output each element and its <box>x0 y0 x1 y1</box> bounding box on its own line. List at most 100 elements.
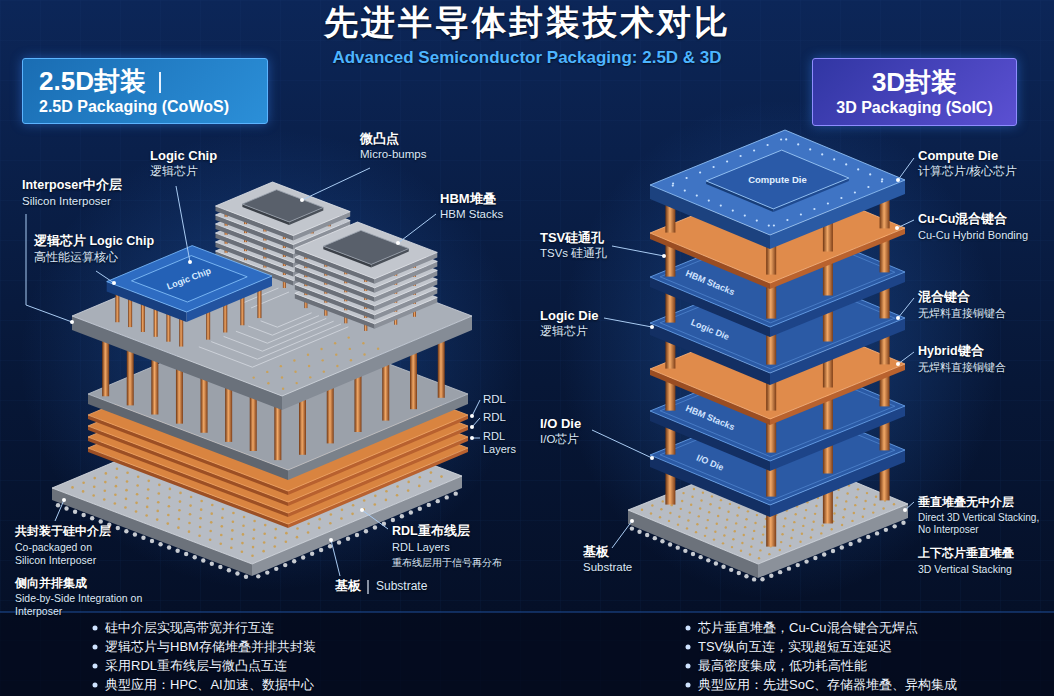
substrate-pads-dot <box>805 509 807 511</box>
leader-dot <box>896 178 900 182</box>
substrate-pads-dot <box>125 498 128 501</box>
callout-label: 无焊料直接铜键合 <box>918 361 1006 374</box>
solder-balls-dot <box>744 574 748 578</box>
bullet-text: 最高密度集成，低功耗高性能 <box>698 658 867 674</box>
substrate-pads-dot <box>803 517 805 519</box>
interposer-pads-dot <box>349 348 351 350</box>
substrate-pads-dot <box>872 511 874 513</box>
substrate-pads-dot <box>801 533 803 535</box>
substrate-pads-dot <box>373 503 376 506</box>
substrate-pads-dot <box>722 542 724 544</box>
solder-balls-dot <box>645 533 649 537</box>
substrate-pads-dot <box>341 509 344 512</box>
substrate-pads-dot <box>385 499 388 502</box>
substrate-pads-dot <box>799 540 801 542</box>
substrate-pads-dot <box>168 496 171 499</box>
leader-dot <box>662 254 666 258</box>
substrate-pads-dot <box>780 541 782 543</box>
substrate-pads-dot <box>784 517 786 519</box>
substrate-pads-dot <box>853 512 855 514</box>
substrate-pads-dot <box>779 549 781 551</box>
substrate-pads-dot <box>789 545 791 547</box>
die-pads-dot <box>726 160 728 162</box>
substrate-pads-dot <box>893 503 895 505</box>
callout-label: 基板 <box>335 578 361 594</box>
callout-label: 上下芯片垂直堆叠 <box>918 546 1014 560</box>
panel-subheading: 3D Packaging (SoIC) <box>836 98 992 117</box>
substrate-pads-dot <box>274 537 277 540</box>
substrate-pads-dot <box>374 495 377 498</box>
callout-label: Co-packaged on Silicon Interposer <box>15 541 113 566</box>
solder-balls-dot <box>81 513 85 517</box>
interposer-pads-dot <box>362 342 364 344</box>
die-pads-dot <box>708 200 710 202</box>
callout-label: Substrate <box>376 579 427 593</box>
bullet-text: 硅中介层实现高带宽并行互连 <box>105 620 274 636</box>
substrate-pads-dot <box>232 520 235 523</box>
callout-label: TSV硅通孔 <box>540 230 604 246</box>
substrate-pads-dot <box>156 518 159 521</box>
substrate-pads-dot <box>713 538 715 540</box>
die-pads-dot <box>797 143 799 145</box>
logic-chip <box>107 246 272 347</box>
solder-balls-dot <box>73 510 77 514</box>
substrate-pads-dot <box>698 515 700 517</box>
solder-balls-dot <box>683 549 687 553</box>
substrate-pads-dot <box>241 542 244 545</box>
substrate-pads-dot <box>695 531 697 533</box>
substrate-pads-dot <box>669 512 671 514</box>
hbm-logic-base <box>323 230 409 264</box>
substrate-pads-dot <box>179 500 182 503</box>
micro-bump <box>115 292 119 322</box>
solder-balls-dot <box>884 528 888 532</box>
substrate-pads-dot <box>253 520 256 523</box>
substrate-pads-dot <box>731 546 733 548</box>
interposer-pads-dot <box>281 376 283 378</box>
substrate-pads-dot <box>833 512 835 514</box>
solder-balls-dot <box>840 545 844 549</box>
substrate-pads-dot <box>794 513 796 515</box>
callout-label: TSVs 硅通孔 <box>540 247 607 261</box>
copper-pillar <box>327 382 334 443</box>
substrate-pads-dot <box>243 516 246 519</box>
die-pads <box>672 138 884 226</box>
bullet-dot <box>93 683 98 688</box>
substrate-pads-dot <box>727 511 729 513</box>
substrate-pads-dot <box>385 490 388 493</box>
solder-balls-dot <box>364 529 368 533</box>
substrate-pads-dot <box>253 528 256 531</box>
solder-balls-dot <box>427 503 431 507</box>
leader-line <box>26 214 72 322</box>
substrate-pads-dot <box>220 534 223 537</box>
substrate-pads-dot <box>82 490 85 493</box>
substrate-pads-dot <box>866 492 868 494</box>
solder-balls-dot <box>778 570 782 574</box>
substrate-pads-dot <box>708 511 710 513</box>
leader-line <box>55 500 64 521</box>
substrate-pads-dot <box>82 481 85 484</box>
leader-line <box>898 298 914 318</box>
interposer-pads-dot <box>336 365 338 367</box>
substrate-pads-dot <box>166 522 169 525</box>
micro-bump <box>154 307 158 337</box>
copper-pillar <box>299 394 306 455</box>
substrate-pads-dot <box>752 538 754 540</box>
substrate-pads-dot <box>329 522 332 525</box>
substrate-pads-dot <box>157 501 160 504</box>
interposer-pads-dot <box>280 365 282 367</box>
panel-heading: 2.5D封装 <box>39 66 146 97</box>
interposer-pads-dot <box>309 376 311 378</box>
substrate-pads-dot <box>689 511 691 513</box>
interposer-pads-dot <box>320 348 322 350</box>
substrate-pads-dot <box>351 513 354 516</box>
substrate-pads-dot <box>743 534 745 536</box>
substrate-pads-dot <box>783 525 785 527</box>
solder-balls-dot <box>668 542 672 546</box>
solder-balls-dot <box>857 538 861 542</box>
interposer-pads-dot <box>307 354 309 356</box>
die-pads-dot <box>672 185 674 187</box>
die-pads-dot <box>785 138 787 140</box>
substrate-pads-dot <box>707 519 709 521</box>
substrate-pads-dot <box>750 545 752 547</box>
substrate-pads-dot <box>263 541 266 544</box>
